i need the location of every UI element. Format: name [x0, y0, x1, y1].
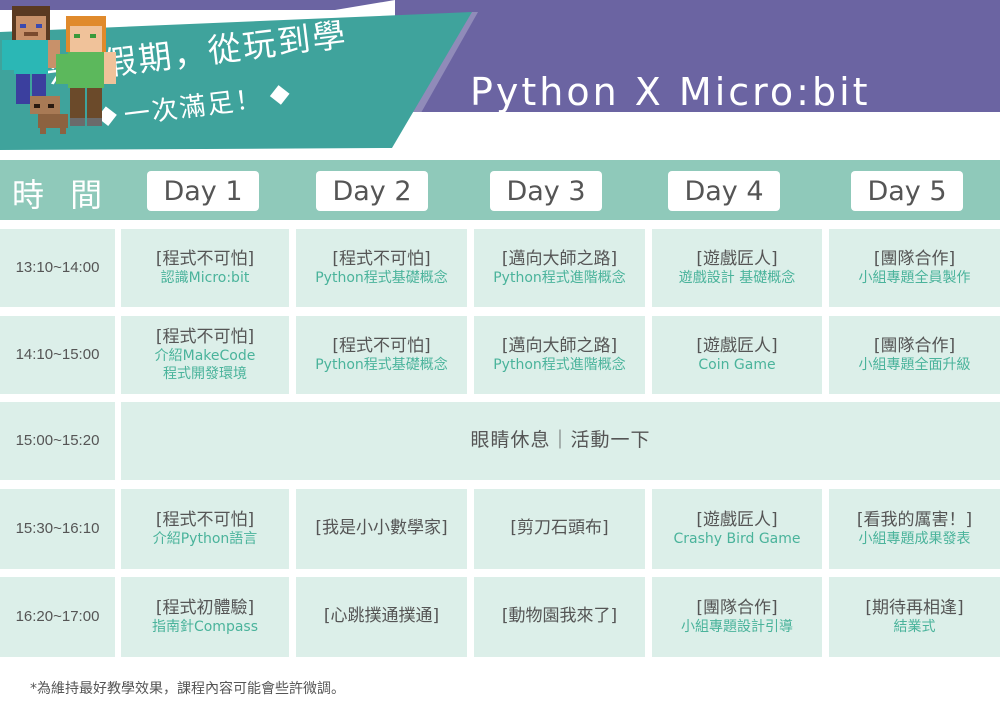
schedule-cell-r5-d1: [程式初體驗] 指南針Compass	[121, 577, 289, 657]
schedule-cell-r4-d3: [剪刀石頭布]	[474, 489, 645, 569]
schedule-cell-r4-d1: [程式不可怕] 介紹Python語言	[121, 489, 289, 569]
time-slot-1-text: 13:10~14:00	[15, 258, 100, 276]
footnote: *為維持最好教學效果，課程內容可能會些許微調。	[30, 681, 345, 697]
header-background	[0, 0, 1000, 150]
session-title: [程式不可怕]	[155, 326, 255, 347]
schedule-cell-r1-d4: [遊戲匠人] 遊戲設計 基礎概念	[652, 229, 822, 307]
schedule-cell-r2-d3: [邁向大師之路] Python程式進階概念	[474, 316, 645, 394]
page-header: 今年假期，從玩到學 一次滿足！ Python X Micro:bit	[0, 0, 1000, 160]
session-title: [邁向大師之路]	[501, 335, 618, 356]
day-2-header: Day 2	[316, 171, 428, 211]
schedule-cell-r1-d5: [團隊合作] 小組專題全員製作	[829, 229, 1000, 307]
schedule-cell-r4-d4: [遊戲匠人] Crashy Bird Game	[652, 489, 822, 569]
time-slot-4-text: 15:30~16:10	[15, 519, 100, 537]
session-subtitle: 介紹Python語言	[152, 530, 258, 547]
day-5-header: Day 5	[851, 171, 963, 211]
session-title: [團隊合作]	[873, 248, 956, 269]
session-subtitle: Python程式進階概念	[493, 356, 626, 373]
session-subtitle: Python程式進階概念	[493, 269, 626, 286]
break-text: 眼睛休息｜活動一下	[470, 429, 651, 452]
minecraft-characters-icon	[2, 6, 116, 134]
session-subtitle: 遊戲設計 基礎概念	[678, 269, 796, 286]
time-slot-5: 16:20~17:00	[0, 577, 115, 657]
session-subtitle: 小組專題成果發表	[858, 530, 971, 547]
session-title: [動物園我來了]	[501, 606, 618, 627]
session-subtitle: Coin Game	[698, 356, 776, 373]
course-title: Python X Micro:bit	[470, 70, 871, 114]
schedule-cell-r2-d4: [遊戲匠人] Coin Game	[652, 316, 822, 394]
session-subtitle: Crashy Bird Game	[673, 530, 801, 547]
schedule-cell-r2-d5: [團隊合作] 小組專題全面升級	[829, 316, 1000, 394]
schedule-cell-r5-d5: [期待再相逢] 結業式	[829, 577, 1000, 657]
time-slot-1: 13:10~14:00	[0, 229, 115, 307]
session-title: [剪刀石頭布]	[510, 518, 609, 539]
day-3-header: Day 3	[490, 171, 602, 211]
session-title: [程式不可怕]	[155, 248, 255, 269]
time-slot-break: 15:00~15:20	[0, 402, 115, 480]
session-title: [團隊合作]	[696, 597, 778, 618]
session-subtitle: Python程式基礎概念	[315, 269, 448, 286]
schedule-cell-r2-d2: [程式不可怕] Python程式基礎概念	[296, 316, 467, 394]
session-title: [遊戲匠人]	[696, 335, 778, 356]
time-slot-break-text: 15:00~15:20	[15, 431, 100, 449]
time-column-label: 時 間	[12, 176, 111, 214]
schedule-cell-r5-d2: [心跳撲通撲通]	[296, 577, 467, 657]
session-subtitle: 程式開發環境	[163, 365, 247, 382]
session-title: [遊戲匠人]	[696, 509, 778, 530]
day-4-header: Day 4	[668, 171, 780, 211]
session-title: [程式不可怕]	[332, 335, 431, 356]
session-subtitle: 小組專題全面升級	[858, 356, 971, 373]
session-subtitle: 結業式	[893, 618, 936, 635]
schedule-cell-r1-d1: [程式不可怕] 認識Micro:bit	[121, 229, 289, 307]
session-subtitle: Python程式基礎概念	[315, 356, 448, 373]
time-slot-4: 15:30~16:10	[0, 489, 115, 569]
session-title: [心跳撲通撲通]	[323, 606, 440, 627]
session-title: [看我的厲害！]	[856, 509, 973, 530]
schedule-cell-r2-d1: [程式不可怕] 介紹MakeCode 程式開發環境	[121, 316, 289, 394]
time-slot-2-text: 14:10~15:00	[15, 345, 100, 363]
schedule-cell-r1-d2: [程式不可怕] Python程式基礎概念	[296, 229, 467, 307]
session-title: [期待再相逢]	[865, 597, 964, 618]
session-title: [邁向大師之路]	[501, 248, 618, 269]
time-slot-2: 14:10~15:00	[0, 316, 115, 394]
session-title: [團隊合作]	[873, 335, 956, 356]
session-title: [程式不可怕]	[332, 248, 431, 269]
session-title: [程式不可怕]	[155, 509, 255, 530]
break-cell: 眼睛休息｜活動一下	[121, 402, 1000, 480]
session-subtitle: 指南針Compass	[151, 618, 259, 635]
schedule-cell-r4-d5: [看我的厲害！] 小組專題成果發表	[829, 489, 1000, 569]
session-subtitle: 介紹MakeCode	[154, 348, 256, 365]
schedule-cell-r1-d3: [邁向大師之路] Python程式進階概念	[474, 229, 645, 307]
schedule-cell-r5-d3: [動物園我來了]	[474, 577, 645, 657]
session-subtitle: 認識Micro:bit	[160, 269, 250, 286]
session-subtitle: 小組專題全員製作	[858, 269, 971, 286]
schedule-cell-r5-d4: [團隊合作] 小組專題設計引導	[652, 577, 822, 657]
session-title: [我是小小數學家]	[315, 518, 448, 539]
session-title: [程式初體驗]	[155, 597, 255, 618]
session-title: [遊戲匠人]	[696, 248, 778, 269]
time-slot-5-text: 16:20~17:00	[15, 607, 100, 625]
session-subtitle: 小組專題設計引導	[681, 618, 793, 635]
schedule-cell-r4-d2: [我是小小數學家]	[296, 489, 467, 569]
day-1-header: Day 1	[147, 171, 259, 211]
